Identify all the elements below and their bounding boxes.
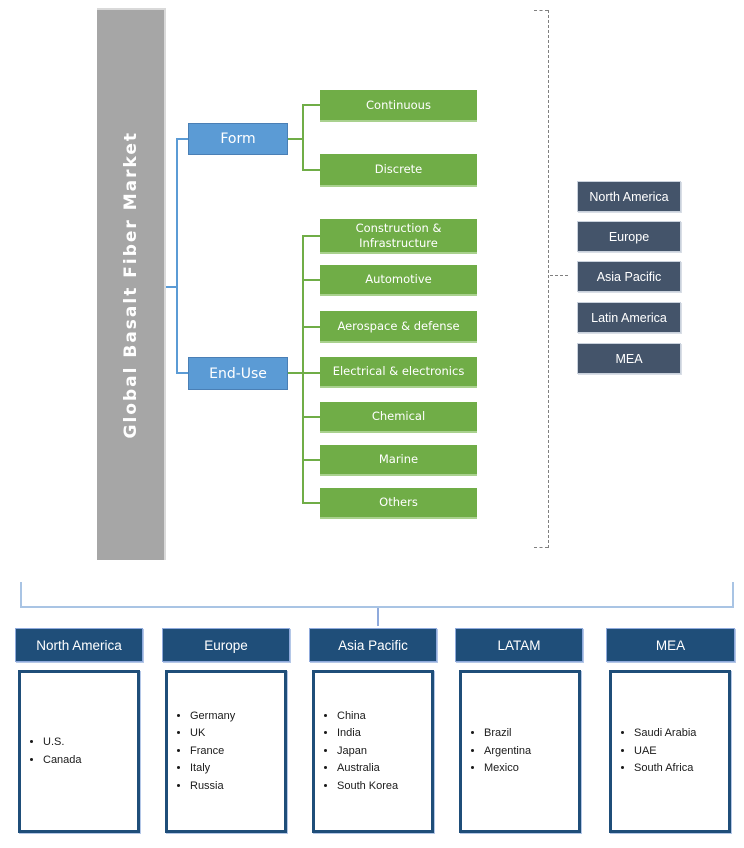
bracket-line xyxy=(20,606,734,608)
segment-label: Marine xyxy=(378,452,419,467)
segment-others-box: Others xyxy=(320,488,477,519)
segment-label: Aerospace & defense xyxy=(337,318,460,333)
side-region-label: MEA xyxy=(615,351,643,366)
bracket-line xyxy=(377,608,379,626)
country-item: China xyxy=(337,708,427,726)
country-list: China India Japan Australia South Korea xyxy=(315,708,431,796)
side-region-north-america: North America xyxy=(577,181,681,212)
bottom-region-header-north-america: North America xyxy=(15,628,143,662)
side-region-europe: Europe xyxy=(577,221,681,252)
country-item: UAE xyxy=(634,743,724,761)
bracket-line xyxy=(732,582,734,608)
connector-line xyxy=(176,138,178,374)
country-item: UK xyxy=(190,725,280,743)
bottom-region-title: Asia Pacific xyxy=(338,637,408,653)
country-item: France xyxy=(190,743,280,761)
segment-label: Electrical & electronics xyxy=(332,364,465,379)
connector-line xyxy=(302,104,320,106)
market-root-bar: Global Basalt Fiber Market xyxy=(97,8,166,560)
market-root-label: Global Basalt Fiber Market xyxy=(120,131,141,439)
segment-discrete-box: Discrete xyxy=(320,154,477,187)
country-list: Saudi Arabia UAE South Africa xyxy=(612,725,728,778)
segment-marine-box: Marine xyxy=(320,445,477,476)
connector-line xyxy=(176,372,188,374)
bottom-region-body-latam: Brazil Argentina Mexico xyxy=(459,670,581,833)
segment-label: Others xyxy=(379,495,418,510)
segment-continuous-box: Continuous xyxy=(320,90,477,122)
bottom-region-header-latam: LATAM xyxy=(455,628,583,662)
branch-form-label: Form xyxy=(220,131,256,147)
branch-enduse-box: End-Use xyxy=(188,357,288,390)
connector-line xyxy=(302,279,320,281)
segment-automotive-box: Automotive xyxy=(320,265,477,296)
connector-line xyxy=(288,372,303,374)
country-list: U.S. Canada xyxy=(21,734,137,769)
dashed-bracket-line xyxy=(548,10,549,548)
country-item: Australia xyxy=(337,760,427,778)
connector-line xyxy=(176,138,188,140)
country-item: Saudi Arabia xyxy=(634,725,724,743)
country-item: Mexico xyxy=(484,760,574,778)
country-item: South Korea xyxy=(337,778,427,796)
bottom-region-header-europe: Europe xyxy=(162,628,290,662)
connector-line xyxy=(302,326,320,328)
bottom-region-title: Europe xyxy=(204,637,248,653)
connector-line xyxy=(166,286,177,288)
segment-label: Discrete xyxy=(374,162,423,177)
segment-electrical-box: Electrical & electronics xyxy=(320,357,477,388)
country-list: Brazil Argentina Mexico xyxy=(462,725,578,778)
bottom-region-title: MEA xyxy=(655,637,686,653)
bottom-region-body-europe: Germany UK France Italy Russia xyxy=(165,670,287,833)
bottom-region-header-asia-pacific: Asia Pacific xyxy=(309,628,437,662)
connector-line xyxy=(302,416,320,418)
bottom-region-body-north-america: U.S. Canada xyxy=(18,670,140,833)
connector-line xyxy=(302,169,320,171)
branch-enduse-label: End-Use xyxy=(209,365,267,382)
connector-line xyxy=(302,235,304,504)
connector-line xyxy=(302,372,320,374)
dashed-bracket-tick xyxy=(534,547,548,548)
side-region-label: Asia Pacific xyxy=(596,269,662,284)
side-region-label: Latin America xyxy=(591,310,667,325)
connector-line xyxy=(302,104,304,171)
dashed-bracket-tick xyxy=(534,10,548,11)
country-item: India xyxy=(337,725,427,743)
segment-label: Continuous xyxy=(366,97,431,112)
segment-label: Construction & Infrastructure xyxy=(355,221,442,250)
country-item: Germany xyxy=(190,708,280,726)
connector-line xyxy=(288,138,303,140)
country-item: Italy xyxy=(190,760,280,778)
country-item: Canada xyxy=(43,752,133,770)
segment-chemical-box: Chemical xyxy=(320,402,477,433)
segment-construction-box: Construction & Infrastructure xyxy=(320,219,477,254)
side-region-mea: MEA xyxy=(577,343,681,374)
bottom-region-body-mea: Saudi Arabia UAE South Africa xyxy=(609,670,731,833)
country-item: Argentina xyxy=(484,743,574,761)
bottom-region-body-asia-pacific: China India Japan Australia South Korea xyxy=(312,670,434,833)
country-item: Japan xyxy=(337,743,427,761)
country-item: South Africa xyxy=(634,760,724,778)
bottom-region-title: North America xyxy=(36,637,122,653)
side-region-asia-pacific: Asia Pacific xyxy=(577,261,681,292)
side-region-latin-america: Latin America xyxy=(577,302,681,333)
country-item: Russia xyxy=(190,778,280,796)
branch-form-box: Form xyxy=(188,123,288,155)
connector-line xyxy=(302,459,320,461)
country-item: U.S. xyxy=(43,734,133,752)
connector-line xyxy=(302,502,320,504)
segment-label: Automotive xyxy=(365,272,432,287)
segment-aerospace-box: Aerospace & defense xyxy=(320,311,477,343)
bottom-region-header-mea: MEA xyxy=(606,628,735,662)
side-region-label: Europe xyxy=(608,229,650,244)
country-list: Germany UK France Italy Russia xyxy=(168,708,284,796)
bracket-line xyxy=(20,582,22,608)
dashed-bracket-tick xyxy=(550,275,568,276)
country-item: Brazil xyxy=(484,725,574,743)
bottom-region-title: LATAM xyxy=(497,637,541,653)
connector-line xyxy=(302,235,320,237)
side-region-label: North America xyxy=(589,189,669,204)
segment-label: Chemical xyxy=(371,409,426,424)
